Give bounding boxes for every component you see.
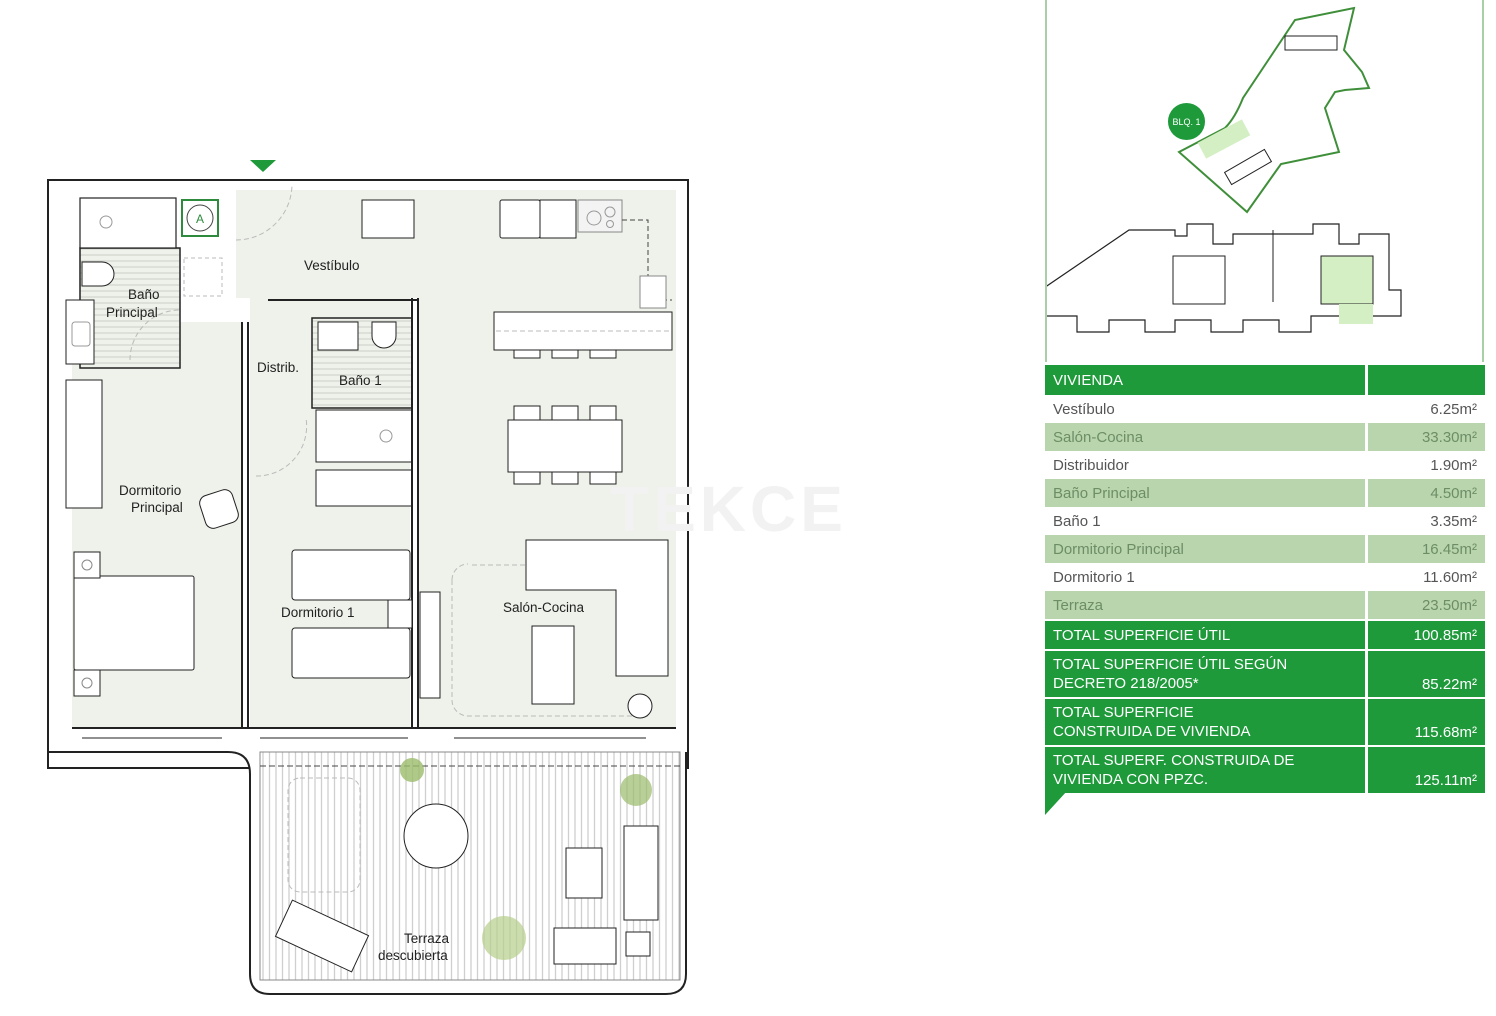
total-label-line1: TOTAL SUPERF. CONSTRUIDA DE [1053,752,1295,769]
area-table: VIVIENDA Vestíbulo 6.25m² Salón-Cocina 3… [1045,365,1485,793]
room-label-terraza-line2: descubierta [378,948,448,963]
floor-plan: A [47,160,847,995]
row-value: 4.50m² [1368,479,1485,507]
total-value: 115.68m² [1368,699,1485,745]
room-label-terraza-line1: Terraza [404,931,450,946]
total-label: TOTAL SUPERFICIE CONSTRUIDA DE VIVIENDA [1045,699,1365,745]
total-label-line2: CONSTRUIDA DE VIVIENDA [1053,723,1251,740]
room-label-dormitorio-1: Dormitorio 1 [281,605,355,620]
total-label-line1: TOTAL SUPERFICIE ÚTIL SEGÚN [1053,656,1288,673]
row-label: Terraza [1045,591,1365,619]
total-label-line2: VIVIENDA CON PPZC. [1053,771,1209,788]
table-row: Dormitorio 1 11.60m² [1045,563,1485,591]
watermark: TEKCE [610,473,847,545]
site-locator-panel [1045,0,1484,362]
total-value: 125.11m² [1368,747,1485,793]
row-label: Vestíbulo [1045,395,1365,423]
total-row-construida: TOTAL SUPERFICIE CONSTRUIDA DE VIVIENDA 1… [1045,699,1485,745]
total-row-ppzc: TOTAL SUPERF. CONSTRUIDA DE VIVIENDA CON … [1045,747,1485,793]
table-header-value [1368,365,1485,395]
entrance-arrow-icon [250,160,276,172]
room-label-distrib: Distrib. [257,360,300,375]
table-header-row: VIVIENDA [1045,365,1485,395]
row-value: 11.60m² [1368,563,1485,591]
row-label: Dormitorio 1 [1045,563,1365,591]
table-row: Salón-Cocina 33.30m² [1045,423,1485,451]
room-label-dormitorio-principal-line1: Dormitorio [119,483,182,498]
table-row: Vestíbulo 6.25m² [1045,395,1485,423]
total-label-line2: DECRETO 218/2005* [1053,675,1199,692]
table-tail-decoration [1045,791,1067,815]
total-label: TOTAL SUPERFICIE ÚTIL SEGÚN DECRETO 218/2… [1045,651,1365,697]
row-label: Dormitorio Principal [1045,535,1365,563]
row-label: Baño Principal [1045,479,1365,507]
table-row: Baño 1 3.35m² [1045,507,1485,535]
room-label-bano-principal-line2: Principal [106,305,158,320]
site-map [1047,6,1402,333]
room-label-dormitorio-principal-line2: Principal [131,500,183,515]
row-label: Baño 1 [1045,507,1365,535]
table-row: Dormitorio Principal 16.45m² [1045,535,1485,563]
room-label-bano-principal-line1: Baño [128,287,160,302]
total-value: 85.22m² [1368,651,1485,697]
table-row: Distribuidor 1.90m² [1045,451,1485,479]
total-row-decreto: TOTAL SUPERFICIE ÚTIL SEGÚN DECRETO 218/2… [1045,651,1485,697]
row-value: 3.35m² [1368,507,1485,535]
total-label-line1: TOTAL SUPERFICIE [1053,704,1194,721]
row-value: 23.50m² [1368,591,1485,619]
row-value: 6.25m² [1368,395,1485,423]
row-value: 1.90m² [1368,451,1485,479]
table-header-label: VIVIENDA [1045,365,1365,395]
room-label-salon-cocina: Salón-Cocina [503,600,585,615]
room-label-vestibulo: Vestíbulo [304,258,360,273]
floor-plan-drawing: A [47,160,689,995]
total-row-util: TOTAL SUPERFICIE ÚTIL 100.85m² [1045,621,1485,649]
total-label: TOTAL SUPERF. CONSTRUIDA DE VIVIENDA CON … [1045,747,1365,793]
total-label-line1: TOTAL SUPERFICIE ÚTIL [1053,626,1231,644]
appliance-label: A [196,212,204,226]
table-row: Terraza 23.50m² [1045,591,1485,619]
total-value: 100.85m² [1368,621,1485,649]
row-value: 16.45m² [1368,535,1485,563]
row-label: Distribuidor [1045,451,1365,479]
row-value: 33.30m² [1368,423,1485,451]
table-row: Baño Principal 4.50m² [1045,479,1485,507]
block-badge: BLQ. 1 [1168,103,1205,140]
room-label-bano-1: Baño 1 [339,373,382,388]
row-label: Salón-Cocina [1045,423,1365,451]
total-label: TOTAL SUPERFICIE ÚTIL [1045,621,1365,649]
